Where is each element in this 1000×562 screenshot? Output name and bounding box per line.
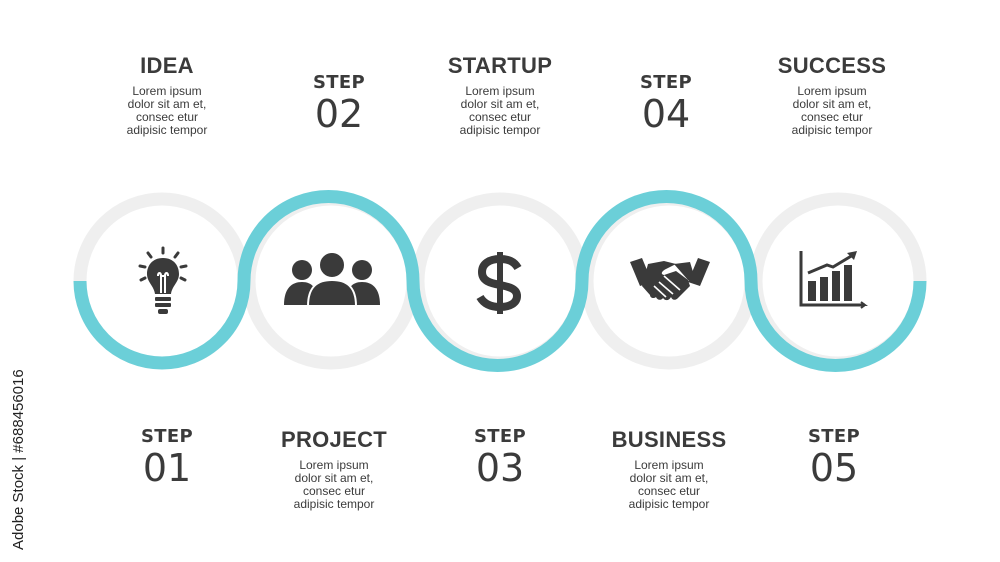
step-label: STEP <box>474 426 526 447</box>
body-line: consec etur <box>302 484 366 498</box>
watermark-text: Adobe Stock | #688456016 <box>10 369 27 550</box>
growth-chart-icon <box>799 251 868 309</box>
people-icon <box>284 251 380 306</box>
body-line: dolor sit am et, <box>127 97 207 111</box>
body-line: Lorem ipsum <box>465 84 535 98</box>
dollar-icon <box>476 252 522 314</box>
step-number: 03 <box>475 446 525 490</box>
handshake-icon <box>630 258 710 301</box>
body-line: adipisic tempor <box>628 497 710 511</box>
step-number: 02 <box>314 92 364 136</box>
body-line: Lorem ipsum <box>132 84 202 98</box>
idea-body: Lorem ipsum dolor sit am et, consec etur… <box>100 85 234 137</box>
business-body: Lorem ipsum dolor sit am et, consec etur… <box>594 459 744 511</box>
step-number: 04 <box>641 92 691 136</box>
step-01: STEP 01 <box>119 426 215 487</box>
body-line: consec etur <box>468 110 532 124</box>
step-number: 05 <box>809 446 859 490</box>
step-label: STEP <box>141 426 193 447</box>
project-block: PROJECT Lorem ipsum dolor sit am et, con… <box>264 427 404 511</box>
body-line: adipisic tempor <box>459 123 541 137</box>
project-title: PROJECT <box>280 427 387 452</box>
body-line: Lorem ipsum <box>299 458 369 472</box>
body-line: dolor sit am et, <box>629 471 709 485</box>
lightbulb-icon <box>138 246 188 314</box>
body-line: adipisic tempor <box>126 123 208 137</box>
business-title: BUSINESS <box>611 427 727 452</box>
body-line: adipisic tempor <box>293 497 375 511</box>
step-03: STEP 03 <box>452 426 548 487</box>
project-body: Lorem ipsum dolor sit am et, consec etur… <box>264 459 404 511</box>
body-line: consec etur <box>637 484 701 498</box>
body-line: consec etur <box>800 110 864 124</box>
success-title: SUCCESS <box>777 53 887 78</box>
body-line: Lorem ipsum <box>797 84 867 98</box>
startup-body: Lorem ipsum dolor sit am et, consec etur… <box>430 85 570 137</box>
body-line: Lorem ipsum <box>634 458 704 472</box>
step-05: STEP 05 <box>786 426 882 487</box>
body-line: adipisic tempor <box>791 123 873 137</box>
business-block: BUSINESS Lorem ipsum dolor sit am et, co… <box>594 427 744 511</box>
step-label: STEP <box>808 426 860 447</box>
watermark: Adobe Stock | #688456016 <box>6 320 32 552</box>
success-body: Lorem ipsum dolor sit am et, consec etur… <box>762 85 902 137</box>
body-line: dolor sit am et, <box>294 471 374 485</box>
idea-block: IDEA Lorem ipsum dolor sit am et, consec… <box>100 53 234 137</box>
idea-title: IDEA <box>140 53 194 78</box>
step-label: STEP <box>640 72 692 93</box>
body-line: consec etur <box>135 110 199 124</box>
success-block: SUCCESS Lorem ipsum dolor sit am et, con… <box>762 53 902 137</box>
body-line: dolor sit am et, <box>792 97 872 111</box>
body-line: dolor sit am et, <box>460 97 540 111</box>
step-label: STEP <box>313 72 365 93</box>
step-02: STEP 02 <box>291 72 387 133</box>
teal-wave <box>73 190 927 372</box>
startup-block: STARTUP Lorem ipsum dolor sit am et, con… <box>430 53 570 137</box>
startup-title: STARTUP <box>447 53 553 78</box>
step-number: 01 <box>142 446 192 490</box>
step-04: STEP 04 <box>618 72 714 133</box>
